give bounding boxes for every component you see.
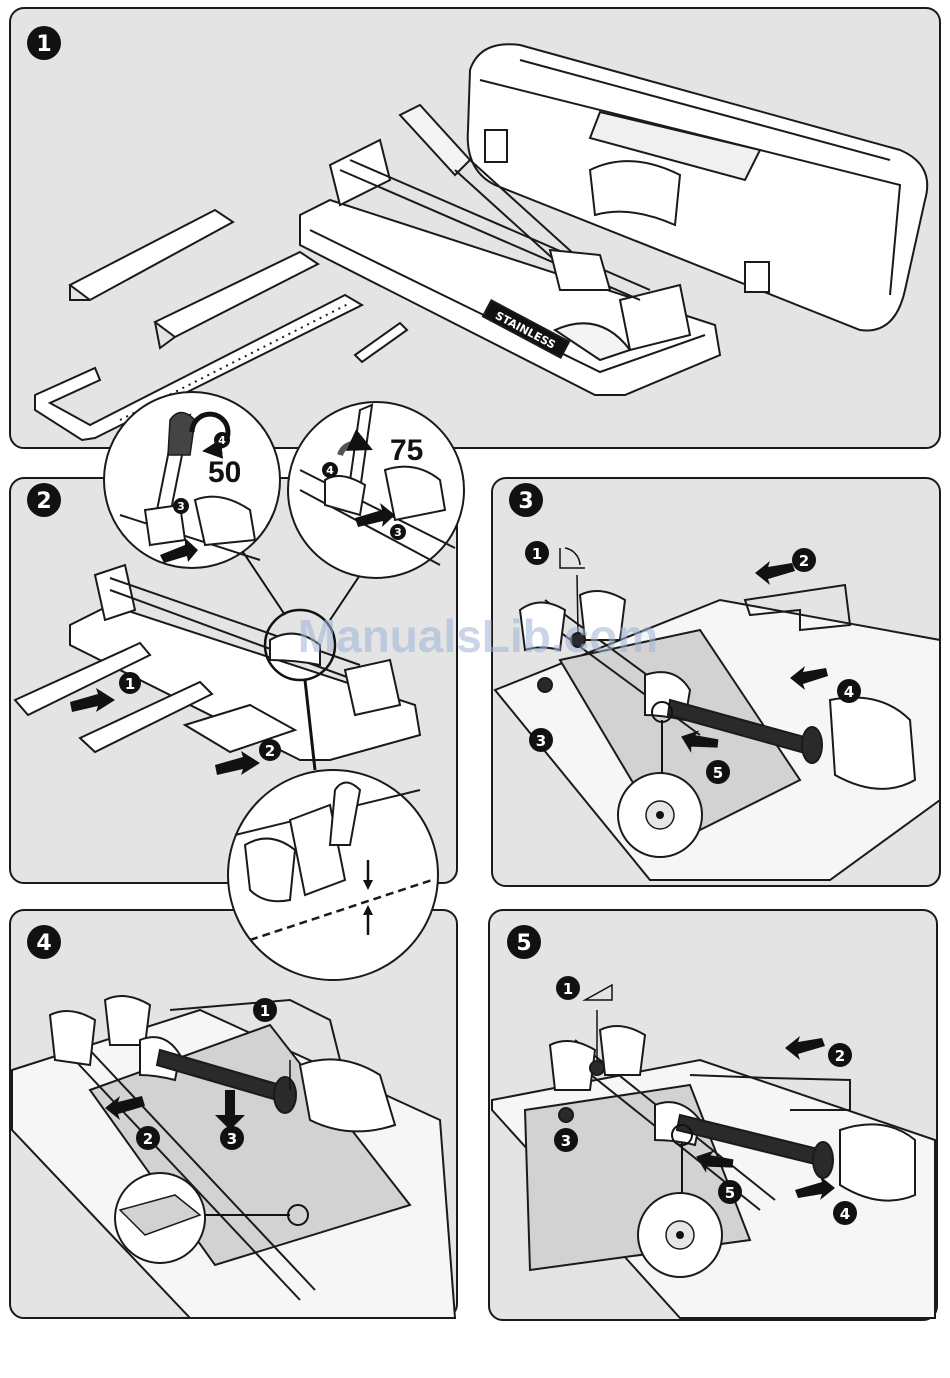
panel-2-number: 2 — [36, 489, 51, 514]
zoom-detail-scoring-depth — [228, 770, 438, 980]
panel-4-callout-2: 2 — [143, 1130, 153, 1148]
panel-3-callout-5: 5 — [713, 764, 723, 782]
panel-3-callout-2: 2 — [799, 552, 809, 570]
zoom-50-callout-3: 3 — [177, 500, 185, 513]
panel-5-callout-5: 5 — [725, 1184, 735, 1202]
panel-5-callout-1: 1 — [563, 980, 573, 998]
zoom-detail-50: 4 3 50 — [104, 392, 280, 568]
zoom-50-value: 50 — [208, 456, 241, 489]
panel-4-callout-3: 3 — [227, 1130, 237, 1148]
panel-5: 5 1 2 3 4 — [489, 910, 937, 1320]
panel-5-number: 5 — [516, 931, 531, 956]
panel-4-callout-1: 1 — [260, 1002, 270, 1020]
panel-5-callout-4: 4 — [840, 1205, 850, 1223]
panel-4-number: 4 — [36, 931, 51, 956]
zoom-75-value: 75 — [390, 434, 423, 467]
watermark: ManualsLib.com — [298, 610, 658, 662]
zoom-detail-75: 4 3 75 — [288, 402, 464, 578]
panel-3-callout-4: 4 — [844, 683, 854, 701]
panel-3-number: 3 — [518, 489, 533, 514]
panel-2-callout-1: 1 — [125, 675, 135, 693]
zoom-50-callout-4: 4 — [218, 434, 226, 447]
zoom-75-callout-3: 3 — [394, 526, 402, 539]
panel-3: 3 1 2 3 — [492, 478, 940, 886]
zoom-75-callout-4: 4 — [326, 464, 334, 477]
panel-4: 4 1 2 3 — [10, 910, 457, 1318]
panel-3-callout-3: 3 — [536, 732, 546, 750]
panel-1-number: 1 — [36, 32, 51, 57]
panel-1: 1 STAINLESS — [10, 8, 940, 448]
panel-3-callout-1: 1 — [532, 545, 542, 563]
panel-5-callout-2: 2 — [835, 1047, 845, 1065]
panel-5-callout-3: 3 — [561, 1132, 571, 1150]
panel-2-callout-2: 2 — [265, 742, 275, 760]
